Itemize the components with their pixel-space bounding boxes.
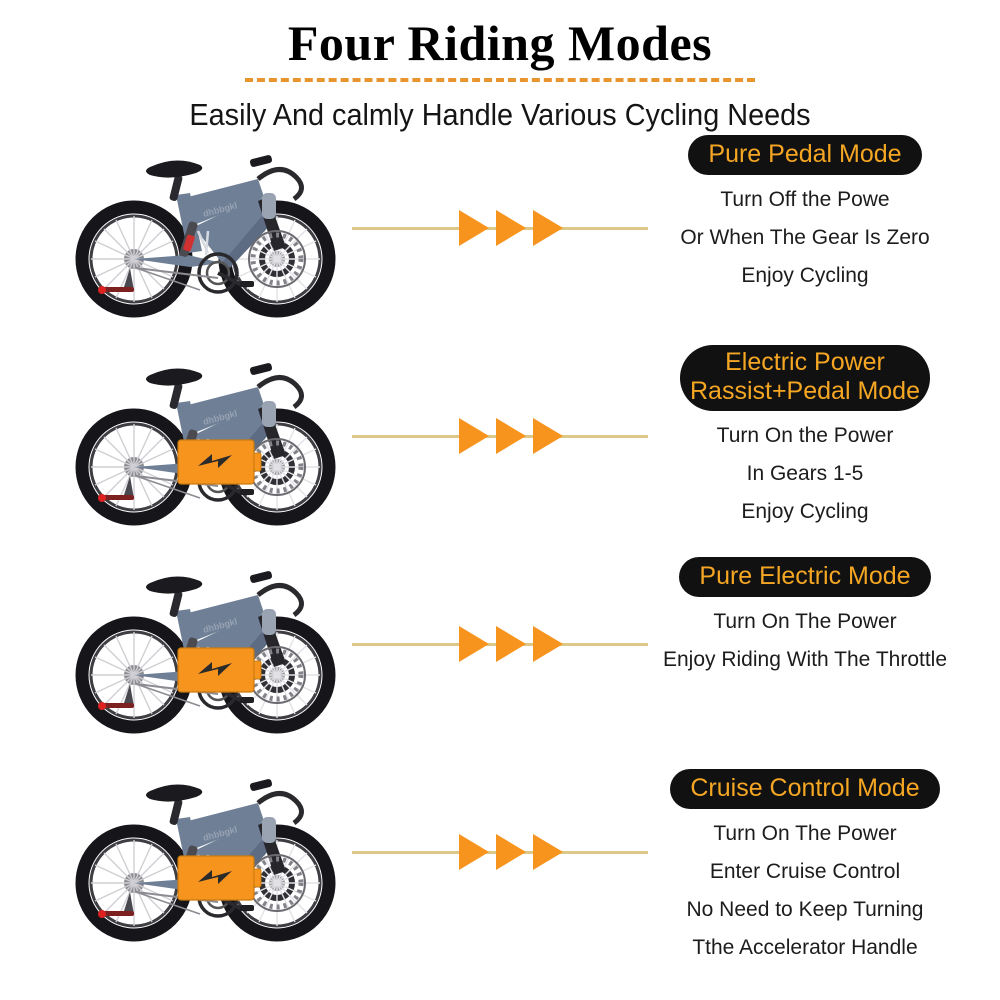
mode-description-line: Turn On The Power [713, 610, 897, 633]
mode-badge-line: Electric Power [725, 348, 885, 376]
mode-badge[interactable]: Pure Pedal Mode [688, 135, 922, 175]
mode-description-line: Tthe Accelerator Handle [692, 936, 918, 959]
ebike-icon: dhbbgkl [72, 759, 352, 949]
triangle-right-icon [459, 418, 489, 454]
mode-badge-line: Pure Pedal Mode [708, 140, 902, 168]
triangle-right-icon [496, 418, 526, 454]
mode-description-line: In Gears 1-5 [746, 462, 864, 485]
mode-badge-line: Pure Electric Mode [699, 562, 911, 590]
mode-description-line: Enjoy Riding With The Throttle [662, 648, 948, 671]
battery-pack-icon [177, 855, 262, 901]
mode-description-line: Turn On The Power [713, 822, 897, 845]
title-dashed-rule [245, 78, 755, 82]
mode-description-line: Enjoy Cycling [741, 264, 869, 287]
arrow-connector [352, 832, 648, 872]
triangle-right-icon [496, 626, 526, 662]
arrow-connector [352, 624, 648, 664]
page-subtitle: Easily And calmly Handle Various Cycling… [189, 97, 811, 132]
mode-description-line: Turn Off the Powe [720, 188, 890, 211]
mode-description: Turn Off the Powe Or When The Gear Is Zer… [640, 181, 970, 295]
mode-description-line: Turn On the Power [716, 424, 894, 447]
mode-description-line: Enter Cruise Control [709, 860, 901, 883]
arrow-connector [352, 416, 648, 456]
triangle-right-icon [496, 834, 526, 870]
triangle-right-icon [496, 210, 526, 246]
mode-description-line: No Need to Keep Turning [686, 898, 924, 921]
mode-description-line: Enjoy Cycling [741, 500, 869, 523]
mode-description-line: Or When The Gear Is Zero [680, 226, 930, 249]
triangle-right-icon [533, 210, 563, 246]
mode-badge[interactable]: Pure Electric Mode [679, 557, 931, 597]
mode-badge-line: Cruise Control Mode [690, 774, 920, 802]
triangle-right-icon [459, 210, 489, 246]
page-title: Four Riding Modes [287, 15, 713, 71]
triangle-right-icon [459, 626, 489, 662]
triangle-right-icon [459, 834, 489, 870]
battery-pack-icon [177, 439, 262, 485]
triangle-right-icon [533, 834, 563, 870]
mode-badge[interactable]: Cruise Control Mode [670, 769, 940, 809]
ebike-icon: dhbbgkl [72, 551, 352, 741]
page-header: Four Riding Modes Easily And calmly Hand… [0, 0, 1000, 135]
battery-pack-icon [177, 647, 262, 693]
triangle-right-icon [533, 418, 563, 454]
ebike-icon: dhbbgkl [72, 343, 352, 533]
ebike-icon: dhbbgkl [72, 135, 352, 325]
mode-badge-line: Rassist+Pedal Mode [690, 377, 920, 405]
arrow-connector [352, 208, 648, 248]
triangle-right-icon [533, 626, 563, 662]
